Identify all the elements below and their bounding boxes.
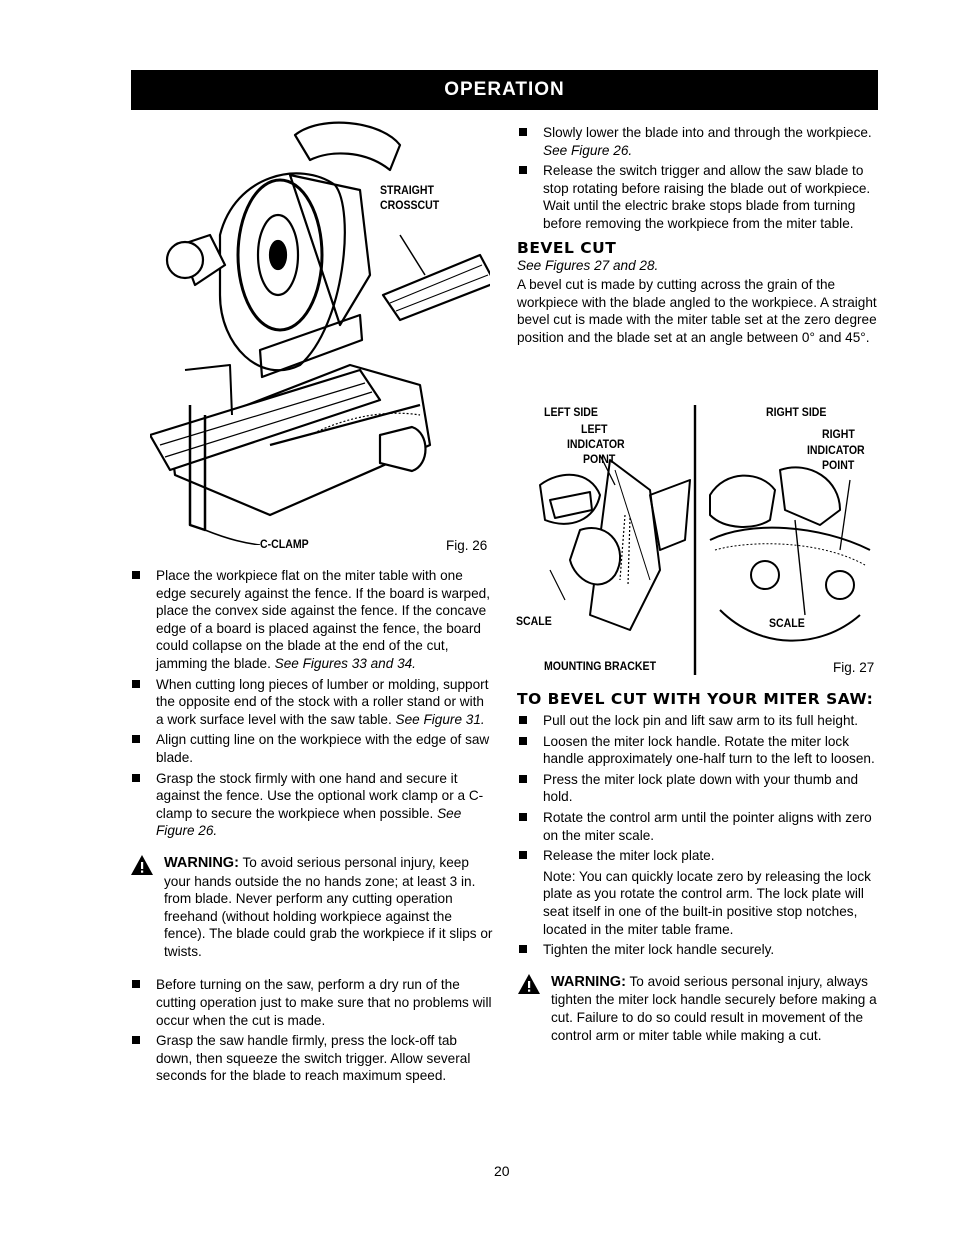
label-left-indicator-1: LEFT: [581, 422, 608, 436]
label-straight: STRAIGHT: [380, 183, 434, 197]
label-right-indicator-1: RIGHT: [822, 427, 855, 441]
figure-27-illustration: [539, 405, 871, 675]
fig-27-caption: Fig. 27: [833, 660, 875, 675]
left-column: Place the workpiece flat on the miter ta…: [130, 567, 493, 1088]
list-item: Slowly lower the blade into and through …: [517, 124, 879, 159]
page-number: 20: [494, 1163, 510, 1179]
label-left-indicator-3: POINT: [583, 452, 616, 466]
right-column: Slowly lower the blade into and through …: [517, 124, 879, 347]
label-left-side: LEFT SIDE: [544, 405, 598, 419]
label-scale-left: SCALE: [516, 614, 552, 628]
list-item: Rotate the control arm until the pointer…: [517, 809, 879, 844]
list-item: Pull out the lock pin and lift saw arm t…: [517, 712, 879, 730]
bevel-cut-heading: BEVEL CUT: [517, 238, 617, 257]
warning-icon: [131, 854, 153, 875]
section-title: OPERATION: [444, 79, 565, 100]
bevel-figure-reference: See Figures 27 and 28.: [517, 257, 659, 273]
list-item: Align cutting line on the workpiece with…: [130, 731, 493, 766]
list-item: Release the switch trigger and allow the…: [517, 162, 879, 232]
label-crosscut: CROSSCUT: [380, 198, 440, 212]
list-item: Press the miter lock plate down with you…: [517, 771, 879, 806]
list-item: Release the miter lock plate.: [517, 847, 879, 865]
label-mounting-bracket: MOUNTING BRACKET: [544, 659, 657, 673]
figure-26-illustration: [150, 121, 490, 545]
fig-26-caption: Fig. 26: [446, 538, 488, 553]
warning-block: WARNING: To avoid serious personal injur…: [517, 973, 879, 1044]
list-item: Tighten the miter lock handle securely.: [517, 941, 879, 959]
label-scale-right: SCALE: [769, 616, 805, 630]
list-item: When cutting long pieces of lumber or mo…: [130, 676, 493, 729]
list-item: Grasp the stock firmly with one hand and…: [130, 770, 493, 840]
label-left-indicator-2: INDICATOR: [567, 437, 625, 451]
to-bevel-heading: TO BEVEL CUT WITH YOUR MITER SAW:: [517, 690, 874, 708]
warning-block: WARNING: To avoid serious personal injur…: [130, 854, 493, 961]
label-right-side: RIGHT SIDE: [766, 405, 827, 419]
label-right-indicator-2: INDICATOR: [807, 443, 865, 457]
list-item: Place the workpiece flat on the miter ta…: [130, 567, 493, 673]
note-block: Note: You can quickly locate zero by rel…: [543, 868, 871, 937]
label-right-indicator-3: POINT: [822, 458, 855, 472]
right-column-steps: TO BEVEL CUT WITH YOUR MITER SAW: Pull o…: [517, 690, 879, 1060]
warning-icon: [518, 973, 540, 994]
section-header: OPERATION: [131, 70, 878, 110]
bevel-description: A bevel cut is made by cutting across th…: [517, 277, 877, 345]
list-item: Before turning on the saw, perform a dry…: [130, 976, 493, 1029]
label-c-clamp: C-CLAMP: [260, 537, 309, 551]
list-item: Grasp the saw handle firmly, press the l…: [130, 1032, 493, 1085]
list-item: Loosen the miter lock handle. Rotate the…: [517, 733, 879, 768]
